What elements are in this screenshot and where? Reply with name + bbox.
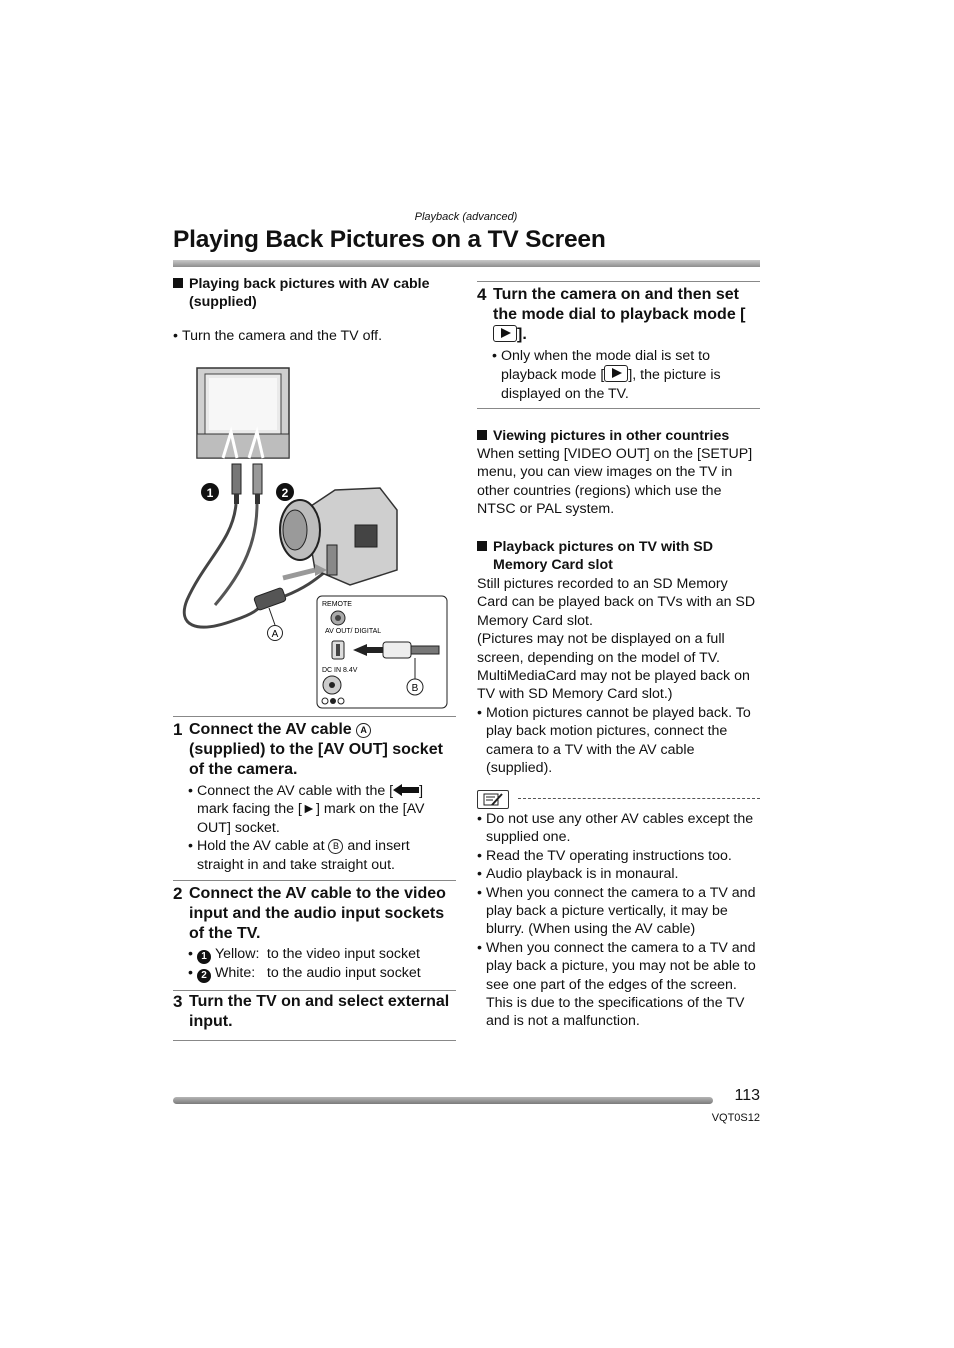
play-arrow-icon: ► <box>301 801 316 818</box>
camera-tv-connection-illustration: 1 2 A REMOTE AV OUT/ DIGITAL DC IN 8.4V <box>182 367 448 709</box>
step-4-bullet: Only when the mode dial is set to playba… <box>492 347 760 403</box>
note-dashed-line <box>518 798 760 799</box>
socket-label-dcin: DC IN 8.4V <box>322 667 358 674</box>
connection-figure: 1 2 A REMOTE AV OUT/ DIGITAL DC IN 8.4V <box>175 360 455 715</box>
camera-icon <box>279 487 398 586</box>
av-cable-heading: Playing back pictures with AV cable (sup… <box>173 275 453 312</box>
section-label: Playback (advanced) <box>414 211 518 223</box>
callout-a: A <box>272 629 279 640</box>
step-3-number: 3 <box>173 992 183 1011</box>
title-rule <box>173 260 760 267</box>
note-item: Read the TV operating instructions too. <box>477 847 760 866</box>
step-2-bullet-2: 2 White: to the audio input socket <box>188 964 456 983</box>
socket-panel: REMOTE AV OUT/ DIGITAL DC IN 8.4V B <box>316 595 448 709</box>
rca-plugs-icon <box>231 463 263 504</box>
step1-top-rule <box>173 716 456 717</box>
arrow-left-icon <box>393 784 420 796</box>
callout-b: B <box>412 683 419 694</box>
step-1-title: Connect the AV cable A (supplied) to the… <box>189 721 443 778</box>
step-4: 4 Turn the camera on and then set the mo… <box>477 285 760 403</box>
memo-pencil-icon <box>483 793 503 806</box>
circle-a-icon: A <box>356 723 372 738</box>
tv-icon <box>196 367 290 459</box>
step-2-title: Connect the AV cable to the video input … <box>189 885 446 942</box>
step3-top-rule <box>173 990 456 991</box>
step2-top-rule <box>173 880 456 881</box>
socket-label-remote: REMOTE <box>322 601 352 608</box>
playback-mode-icon <box>604 365 629 383</box>
av-cable <box>182 503 267 629</box>
footer-bar <box>173 1097 713 1104</box>
note-item: When you connect the camera to a TV and … <box>477 884 760 939</box>
step-1-bullet-1: Connect the AV cable with the [] mark fa… <box>188 782 456 837</box>
step-1-number: 1 <box>173 720 183 739</box>
step4-top-rule <box>477 281 760 282</box>
callout-1: 1 <box>207 486 214 500</box>
step-1-bullet-2: Hold the AV cable at B and insert straig… <box>188 837 456 874</box>
av-cable-bullet: Turn the camera and the TV off. <box>173 327 462 346</box>
page-number: 113 <box>734 1087 760 1104</box>
step3-bottom-rule <box>173 1040 456 1041</box>
notes-list: Do not use any other AV cables except th… <box>477 810 760 1031</box>
step-1: 1 Connect the AV cable A (supplied) to t… <box>173 720 456 874</box>
step-4-number: 4 <box>477 285 487 304</box>
sd-card-bullet: Motion pictures cannot be played back. T… <box>477 704 759 778</box>
step-4-title: Turn the camera on and then set the mode… <box>493 286 746 343</box>
sd-card-heading: Playback pictures on TV with SD Memory C… <box>477 538 760 575</box>
model-code: VQT0S12 <box>711 1112 760 1124</box>
other-countries-body: When setting [VIDEO OUT] on the [SETUP] … <box>477 446 753 518</box>
step-2-number: 2 <box>173 884 183 903</box>
step-3-title: Turn the TV on and select external input… <box>189 993 450 1030</box>
step-2: 2 Connect the AV cable to the video inpu… <box>173 884 456 983</box>
note-icon <box>477 790 509 809</box>
note-item: Do not use any other AV cables except th… <box>477 810 760 847</box>
number-2-icon: 2 <box>197 969 211 983</box>
step-3: 3 Turn the TV on and select external inp… <box>173 992 456 1032</box>
square-bullet-icon <box>173 278 183 288</box>
page-title: Playing Back Pictures on a TV Screen <box>173 226 606 253</box>
step-2-bullet-1: 1 Yellow: to the video input socket <box>188 945 456 964</box>
playback-mode-icon <box>493 325 517 342</box>
square-bullet-icon <box>477 430 487 440</box>
number-1-icon: 1 <box>197 950 211 964</box>
sd-card-body: Still pictures recorded to an SD Memory … <box>477 575 759 777</box>
circle-b-icon: B <box>328 839 344 855</box>
square-bullet-icon <box>477 541 487 551</box>
note-item: When you connect the camera to a TV and … <box>477 939 760 1031</box>
step4-bottom-rule <box>477 408 760 409</box>
note-item: Audio playback is in monaural. <box>477 865 760 884</box>
other-countries-heading: Viewing pictures in other countries <box>477 427 760 445</box>
callout-2: 2 <box>282 486 289 500</box>
socket-label-avout: AV OUT/ DIGITAL <box>325 628 381 635</box>
